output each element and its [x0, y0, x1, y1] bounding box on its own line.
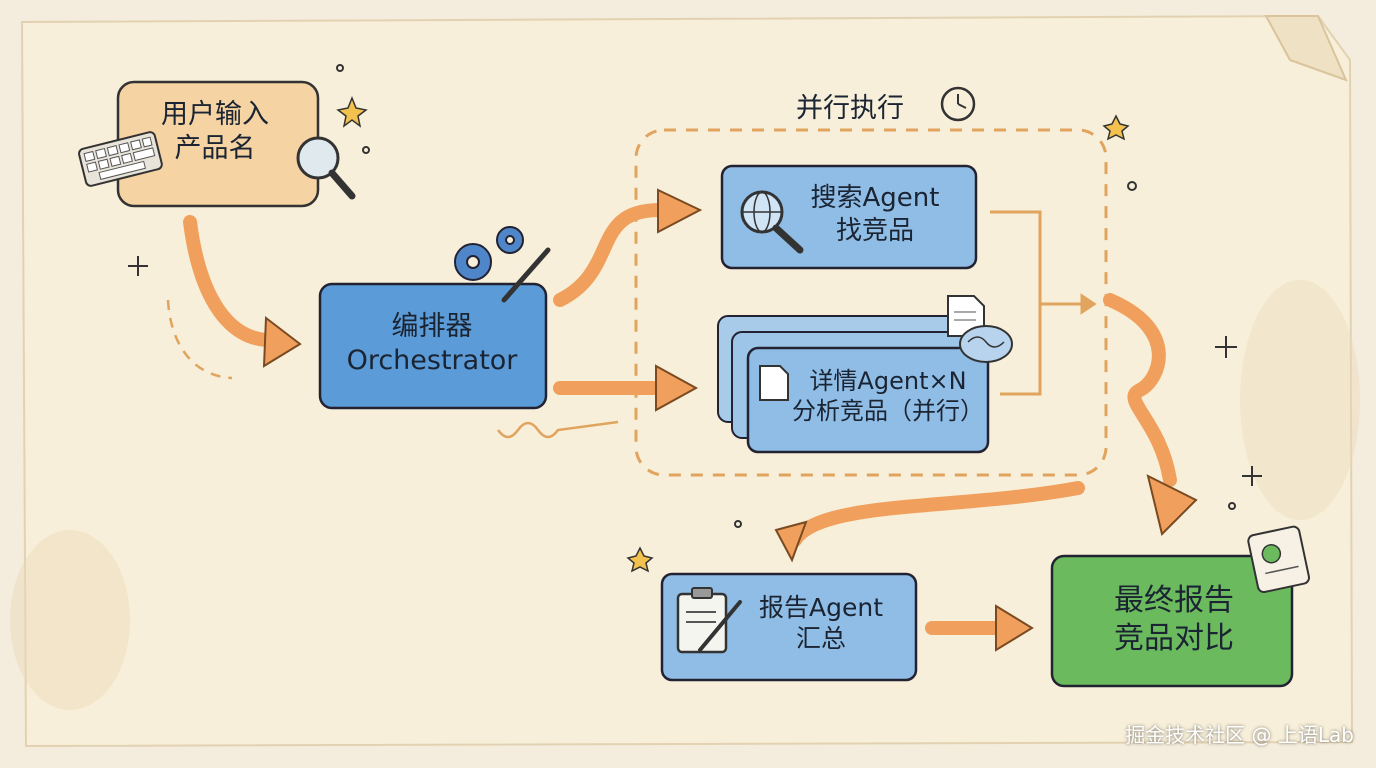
orchestrator-box: [318, 282, 548, 410]
star-icon: [336, 95, 1130, 573]
arrow-group-to-report: [788, 481, 1085, 547]
user-input-line1: 用户输入: [161, 99, 269, 130]
final-report-box: [1050, 554, 1294, 688]
keyboard-icon: [78, 131, 163, 187]
clock-icon: [940, 86, 976, 122]
orchestrator-line1: 编排器: [391, 311, 473, 342]
clipboard-icon: [676, 587, 742, 654]
detail-agent-label: 详情Agent×N 分析竞品（并行）: [788, 366, 988, 426]
globe-search-icon: [740, 190, 804, 254]
detail-agent-line1: 详情Agent×N: [809, 367, 967, 395]
document-icon: [759, 295, 985, 401]
brain-icon: [959, 325, 1013, 363]
search-agent-box: [720, 164, 978, 270]
final-report-label: 最终报告 竞品对比: [1058, 582, 1290, 657]
gears-icon: [454, 226, 524, 281]
report-agent-line1: 报告Agent: [759, 593, 883, 622]
arrow-user-to-orchestrator: [183, 215, 277, 347]
scroll-chart-icon: [1247, 525, 1311, 594]
final-report-line1: 最终报告: [1114, 583, 1234, 618]
sketch-lines: [166, 299, 619, 439]
watermark: 掘金技术社区 @ 上语Lab: [1125, 723, 1354, 747]
orchestrator-label: 编排器 Orchestrator: [322, 310, 542, 378]
flow-arrows: [183, 203, 1177, 635]
report-agent-label: 报告Agent 汇总: [746, 592, 896, 655]
wand-icon: [501, 247, 551, 303]
search-agent-line2: 找竞品: [835, 215, 914, 246]
final-report-line2: 竞品对比: [1114, 620, 1234, 656]
search-agent-line1: 搜索Agent: [810, 183, 940, 213]
magnifier-icon: [296, 136, 356, 200]
arrow-heads: [262, 188, 1198, 652]
user-input-label: 用户输入 产品名: [115, 98, 315, 166]
detail-agent-line2: 分析竞品（并行）: [792, 397, 984, 425]
parallel-group-title: 并行执行: [796, 93, 904, 124]
user-input-line2: 产品名: [174, 132, 256, 164]
report-agent-line2: 汇总: [795, 624, 846, 654]
detail-agent-box: [746, 346, 990, 454]
merge-lines: [990, 210, 1097, 396]
arrow-group-to-final: [1103, 293, 1177, 487]
search-agent-label: 搜索Agent 找竞品: [790, 182, 960, 247]
orchestrator-line2: Orchestrator: [346, 344, 518, 376]
sparkle-icons: [128, 64, 1262, 528]
paper-sheet: [20, 14, 1354, 748]
paper-curl: [1264, 15, 1348, 82]
arrow-orchestrator-to-search: [553, 203, 667, 307]
